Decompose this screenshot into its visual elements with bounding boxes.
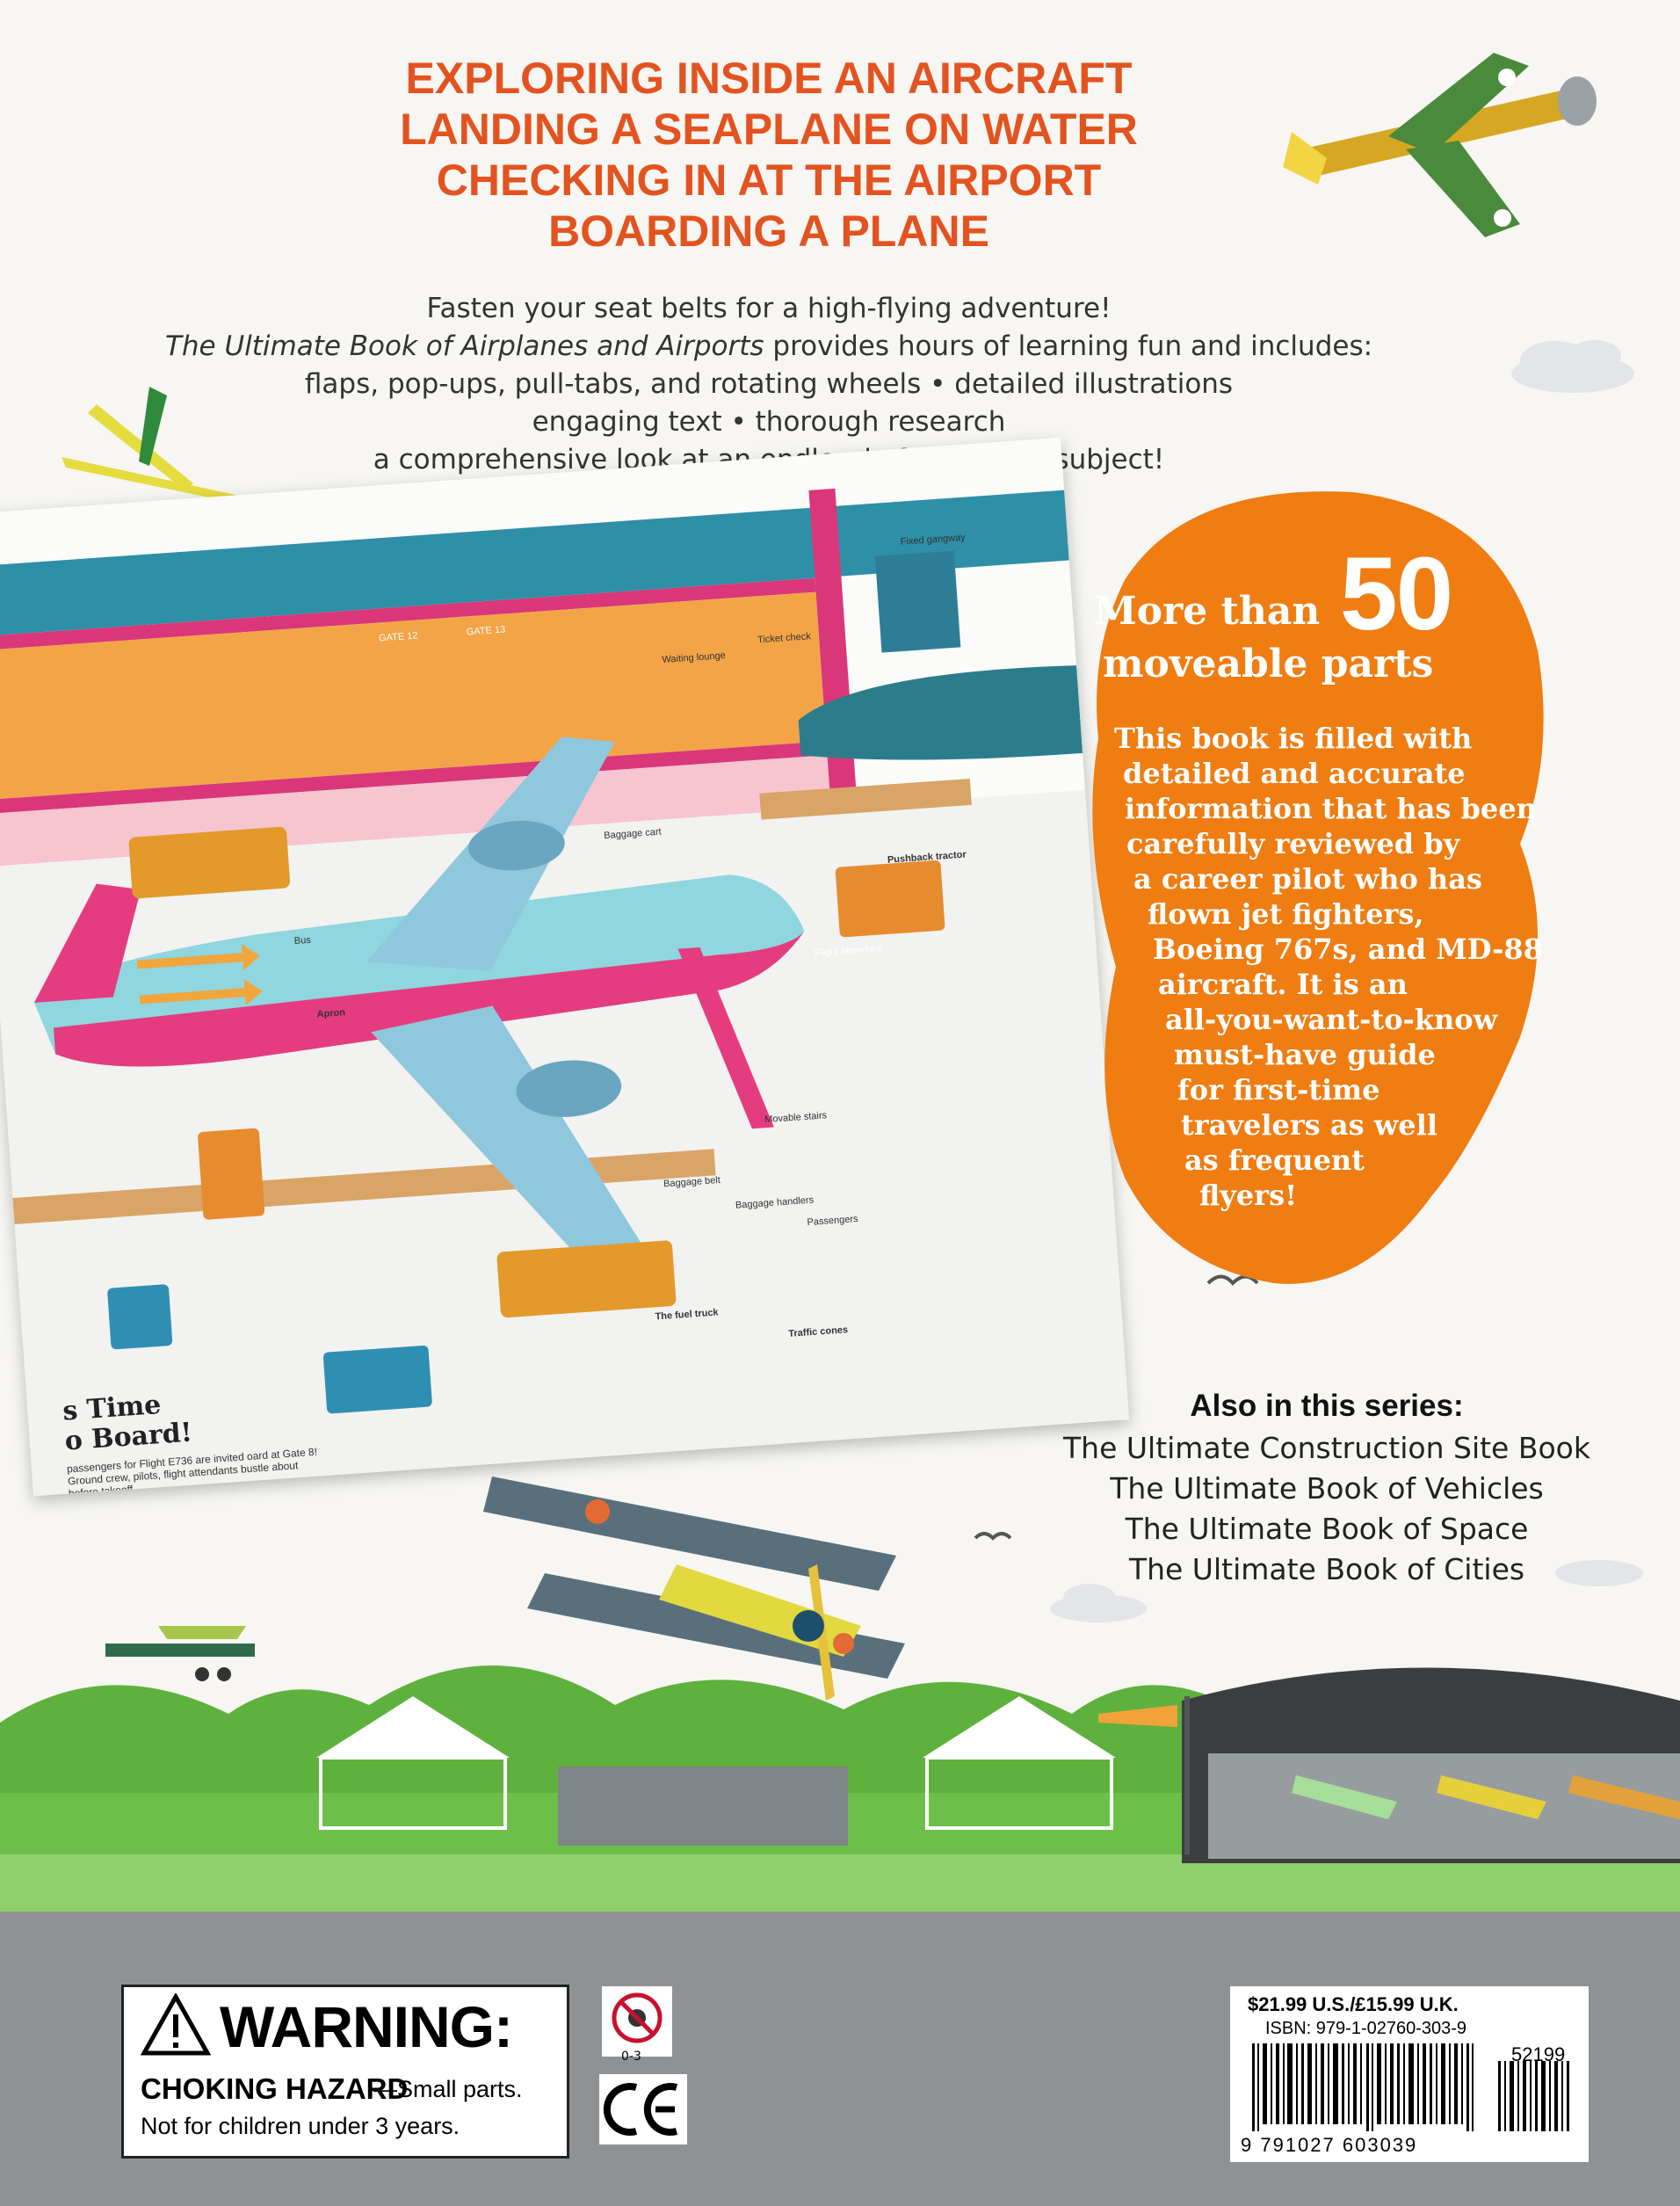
blurb-line: for first-time — [1177, 1073, 1380, 1107]
headline-line: LANDING A SEAPLANE ON WATER — [400, 105, 1138, 154]
warning-label — [121, 1985, 569, 2159]
cloud-icon — [1555, 1560, 1643, 1586]
airport-illustration — [0, 488, 1130, 1497]
windsock-icon — [1098, 1705, 1177, 1727]
choking-hazard: CHOKING HAZARD — [141, 2072, 409, 2105]
biplane-icon — [483, 1477, 905, 1701]
ce-mark-icon — [599, 2074, 687, 2144]
headline-line: EXPLORING INSIDE AN AIRCRAFT — [405, 54, 1133, 103]
intro-line: engaging text • thorough research — [532, 406, 1006, 438]
headline: EXPLORING INSIDE AN AIRCRAFT LANDING A S… — [0, 53, 1538, 257]
promo-blurb: This book is filled with detailed and ac… — [1090, 721, 1546, 1213]
intro-line-rest: provides hours of learning fun and inclu… — [764, 330, 1373, 362]
no-under-3-icon — [602, 1986, 672, 2057]
series-list: The Ultimate Construction Site Book The … — [1054, 1428, 1599, 1590]
tent-icon — [923, 1696, 1116, 1830]
series-item: The Ultimate Book of Cities — [1128, 1552, 1525, 1586]
series-item: The Ultimate Book of Space — [1125, 1512, 1529, 1546]
series-heading: Also in this series: — [1190, 1389, 1464, 1423]
intro-line: Fasten your seat belts for a high-flying… — [426, 293, 1112, 324]
cloud-icon — [1511, 340, 1634, 393]
small-plane-icon — [105, 1626, 255, 1681]
blurb-line: flown jet fighters, — [1148, 897, 1424, 931]
intro-text: Fasten your seat belts for a high-flying… — [0, 290, 1538, 479]
blurb-line: aircraft. It is an — [1158, 968, 1408, 1001]
headline-line: BOARDING A PLANE — [548, 207, 989, 256]
blurb-line: a career pilot who has — [1133, 862, 1482, 896]
blurb-line: travelers as well — [1181, 1108, 1437, 1142]
series-item: The Ultimate Construction Site Book — [1063, 1431, 1590, 1465]
promo-count: 50 — [1340, 536, 1453, 652]
time-to-board-title: s Time o Board! — [62, 1389, 193, 1457]
barcode-graphic — [1252, 2043, 1569, 2131]
age-warning: Not for children under 3 years. — [141, 2113, 460, 2139]
spread-label: Apron — [316, 1007, 346, 1020]
blurb-line: carefully reviewed by — [1126, 827, 1460, 860]
blurb-line: Boeing 767s, and MD-88 — [1153, 932, 1543, 966]
blurb-line: flyers! — [1199, 1179, 1298, 1212]
blurb-line: must-have guide — [1174, 1038, 1436, 1071]
intro-line: The Ultimate Book of Airplanes and Airpo… — [0, 328, 1538, 366]
grandstand — [558, 1767, 848, 1846]
book-title: The Ultimate Book of Airplanes and Airpo… — [164, 330, 764, 362]
blurb-line: detailed and accurate — [1123, 757, 1466, 790]
tent-icon — [316, 1696, 510, 1830]
warplane-icon — [1283, 53, 1597, 237]
series-item: The Ultimate Book of Vehicles — [1110, 1471, 1544, 1506]
price: $21.99 U.S./£15.99 U.K. — [1248, 1993, 1459, 2015]
book-spread-preview: Fixed gangway Waiting lounge Ticket chec… — [0, 437, 1130, 1497]
small-parts-text: —Small parts. — [373, 2076, 523, 2102]
bird-icon — [974, 1532, 1012, 1541]
blurb-line: all-you-want-to-know — [1165, 1003, 1498, 1036]
barcode-number: 9 791027 603039 — [1241, 2134, 1418, 2156]
cloud-icon — [1050, 1584, 1147, 1622]
promo-more-than: More than — [1094, 589, 1321, 634]
warning-triangle-icon — [141, 1993, 211, 2056]
blurb-line: as frequent — [1184, 1143, 1365, 1177]
intro-line: flaps, pop-ups, pull-tabs, and rotating … — [304, 368, 1234, 400]
blurb-line: information that has been — [1125, 792, 1537, 825]
spread-label: Bus — [293, 934, 312, 947]
blurb-line: This book is filled with — [1114, 722, 1473, 755]
age-range-label: 0-3 — [621, 2050, 641, 2064]
promo-moveable-parts: moveable parts — [1103, 642, 1434, 686]
warning-title: WARNING: — [220, 1994, 513, 2059]
promo-badge — [1092, 491, 1544, 1284]
isbn: ISBN: 979-1-02760-303-9 — [1265, 2019, 1467, 2038]
headline-line: CHECKING IN AT THE AIRPORT — [436, 156, 1102, 205]
